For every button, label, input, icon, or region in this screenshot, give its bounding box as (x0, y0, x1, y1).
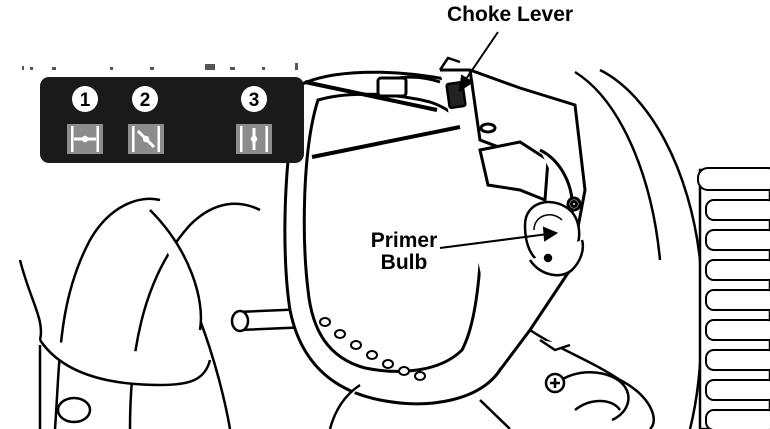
frame-tube (18, 197, 261, 429)
choke-lever-leader (458, 31, 499, 93)
cooling-fins (697, 167, 770, 429)
choke-lever-label: Choke Lever (447, 3, 574, 26)
primer-bulb-leader (439, 226, 559, 249)
carburetor-body (283, 68, 587, 406)
choke-open-icon (236, 124, 272, 154)
position-1-badge: 1 (72, 86, 98, 112)
primer-bulb (523, 200, 585, 277)
vent-holes (319, 317, 426, 381)
choke-closed-icon (67, 124, 103, 154)
clipped-text-remnant (22, 63, 298, 70)
position-3-badge: 3 (241, 86, 267, 112)
primer-bulb-label-line1: Primer (370, 229, 438, 252)
primer-bulb-label: Primer Bulb (354, 229, 454, 275)
position-2-number: 2 (140, 90, 151, 111)
mount-bracket (328, 328, 655, 429)
callout-lines (304, 80, 461, 159)
primer-bulb-label-line2: Bulb (380, 251, 428, 275)
choke-half-icon (128, 124, 164, 154)
position-1-number: 1 (80, 90, 91, 111)
choke-position-decal: 1 2 3 (40, 77, 304, 163)
position-2-badge: 2 (132, 86, 158, 112)
position-3-number: 3 (249, 90, 260, 111)
